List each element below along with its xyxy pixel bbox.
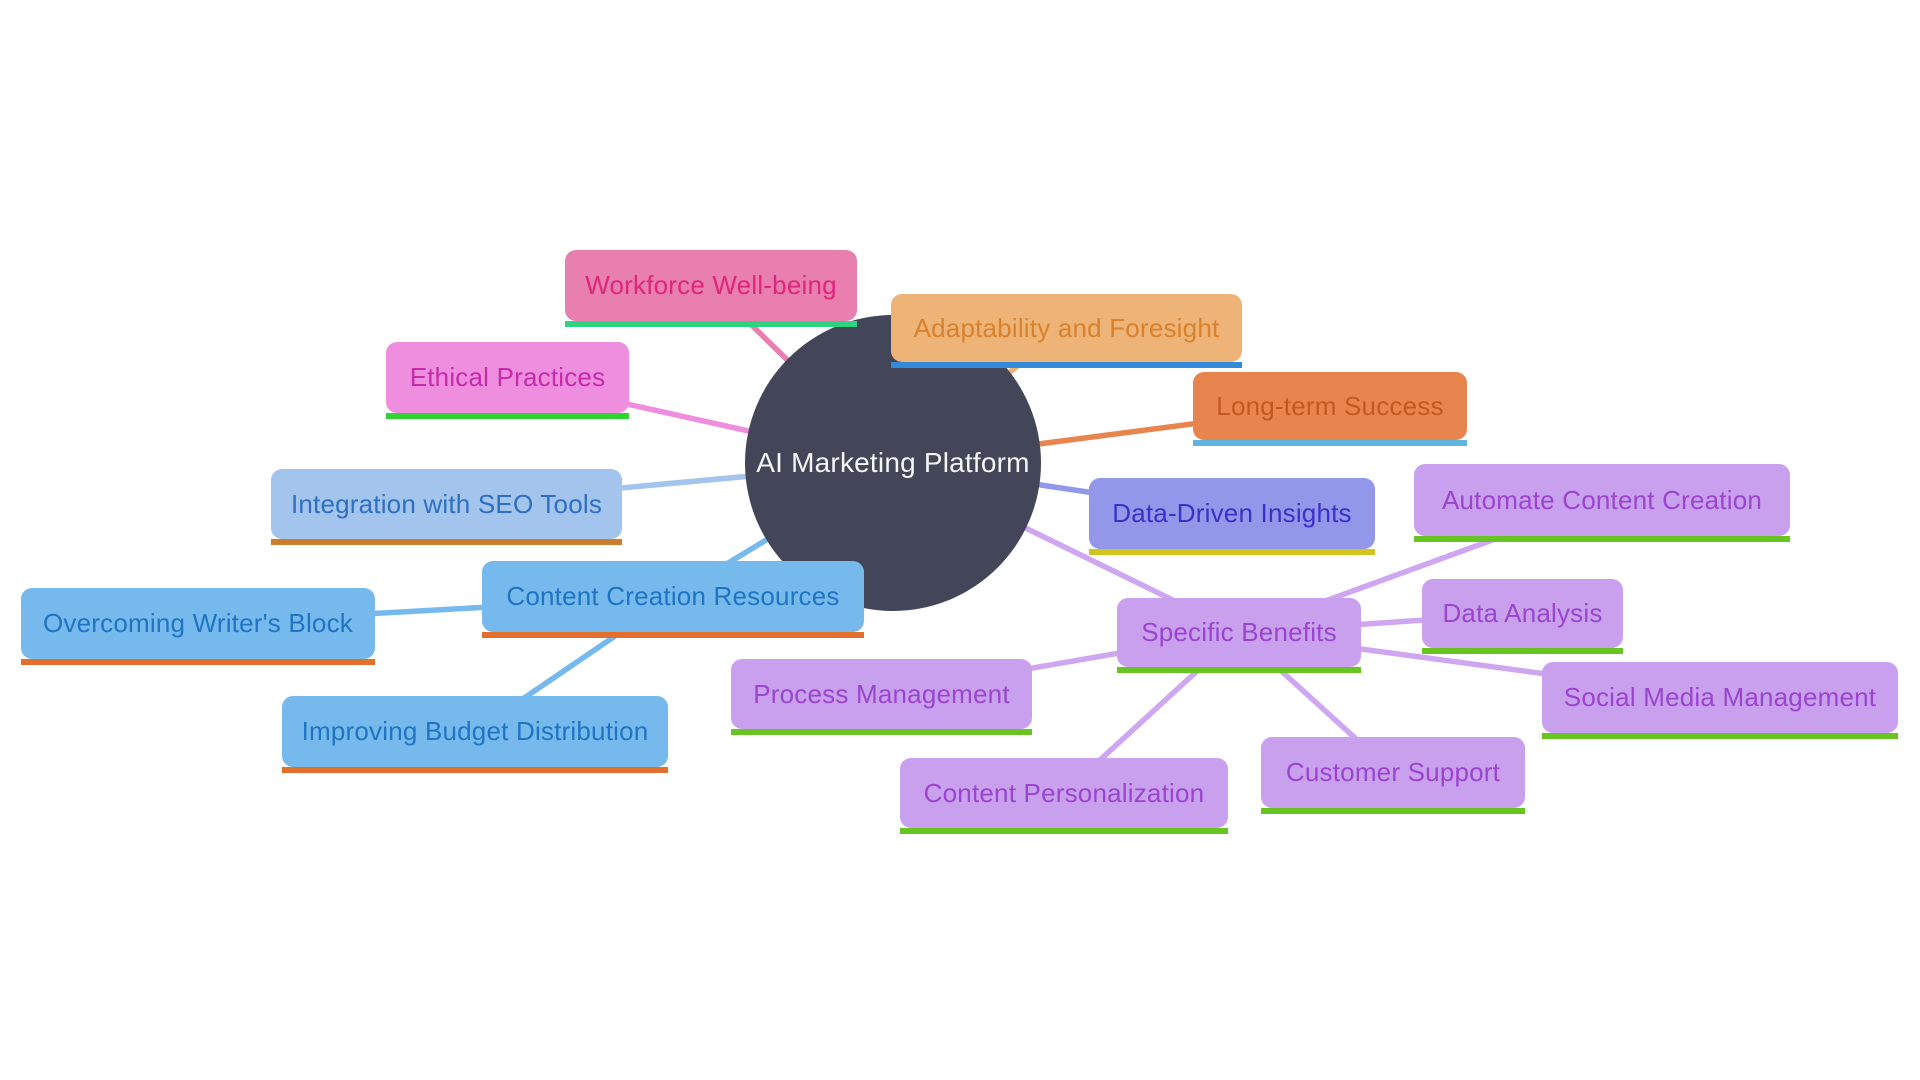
node-improving-budget-distribution[interactable]: Improving Budget Distribution [282, 696, 668, 773]
node-data-analysis[interactable]: Data Analysis [1422, 579, 1623, 654]
node-underline [386, 413, 629, 419]
node-label: Data-Driven Insights [1112, 498, 1352, 528]
node-underline [891, 362, 1242, 368]
node-adaptability-and-foresight[interactable]: Adaptability and Foresight [891, 294, 1242, 368]
node-label: Overcoming Writer's Block [43, 608, 353, 638]
node-customer-support[interactable]: Customer Support [1261, 737, 1525, 814]
node-underline [282, 767, 668, 773]
node-integration-with-seo-tools[interactable]: Integration with SEO Tools [271, 469, 622, 545]
node-underline [1414, 536, 1790, 542]
node-label: Improving Budget Distribution [301, 716, 649, 746]
node-label: Long-term Success [1216, 390, 1444, 421]
node-underline [1089, 549, 1375, 555]
node-label: Data Analysis [1442, 598, 1603, 628]
node-underline [1542, 733, 1898, 739]
node-ethical-practices[interactable]: Ethical Practices [386, 342, 629, 419]
node-underline [731, 729, 1032, 735]
node-underline [1261, 808, 1525, 814]
node-label: Customer Support [1285, 757, 1501, 787]
central-topic-label: AI Marketing Platform [756, 447, 1030, 478]
node-underline [565, 321, 857, 327]
node-label: Social Media Management [1563, 682, 1877, 712]
node-long-term-success[interactable]: Long-term Success [1193, 372, 1467, 446]
node-label: Workforce Well-being [585, 270, 837, 300]
node-underline [1193, 440, 1467, 446]
node-label: Process Management [753, 678, 1010, 709]
node-underline [1117, 667, 1361, 673]
node-process-management[interactable]: Process Management [731, 659, 1032, 735]
node-label: Adaptability and Foresight [913, 312, 1220, 343]
node-label: Specific Benefits [1141, 617, 1337, 647]
node-workforce-well-being[interactable]: Workforce Well-being [565, 250, 857, 327]
node-label: Automate Content Creation [1441, 484, 1763, 515]
node-automate-content-creation[interactable]: Automate Content Creation [1414, 464, 1790, 542]
node-underline [271, 539, 622, 545]
node-underline [900, 828, 1228, 834]
node-label: Content Creation Resources [506, 581, 840, 611]
node-overcoming-writers-block[interactable]: Overcoming Writer's Block [21, 588, 375, 665]
node-label: Ethical Practices [409, 362, 606, 392]
node-specific-benefits[interactable]: Specific Benefits [1117, 598, 1361, 673]
node-content-personalization[interactable]: Content Personalization [900, 758, 1228, 834]
node-label: Content Personalization [923, 777, 1205, 808]
node-underline [1422, 648, 1623, 654]
node-social-media-management[interactable]: Social Media Management [1542, 662, 1898, 739]
node-data-driven-insights[interactable]: Data-Driven Insights [1089, 478, 1375, 555]
node-content-creation-resources[interactable]: Content Creation Resources [482, 561, 864, 638]
node-underline [21, 659, 375, 665]
node-label: Integration with SEO Tools [290, 488, 603, 519]
node-underline [482, 632, 864, 638]
